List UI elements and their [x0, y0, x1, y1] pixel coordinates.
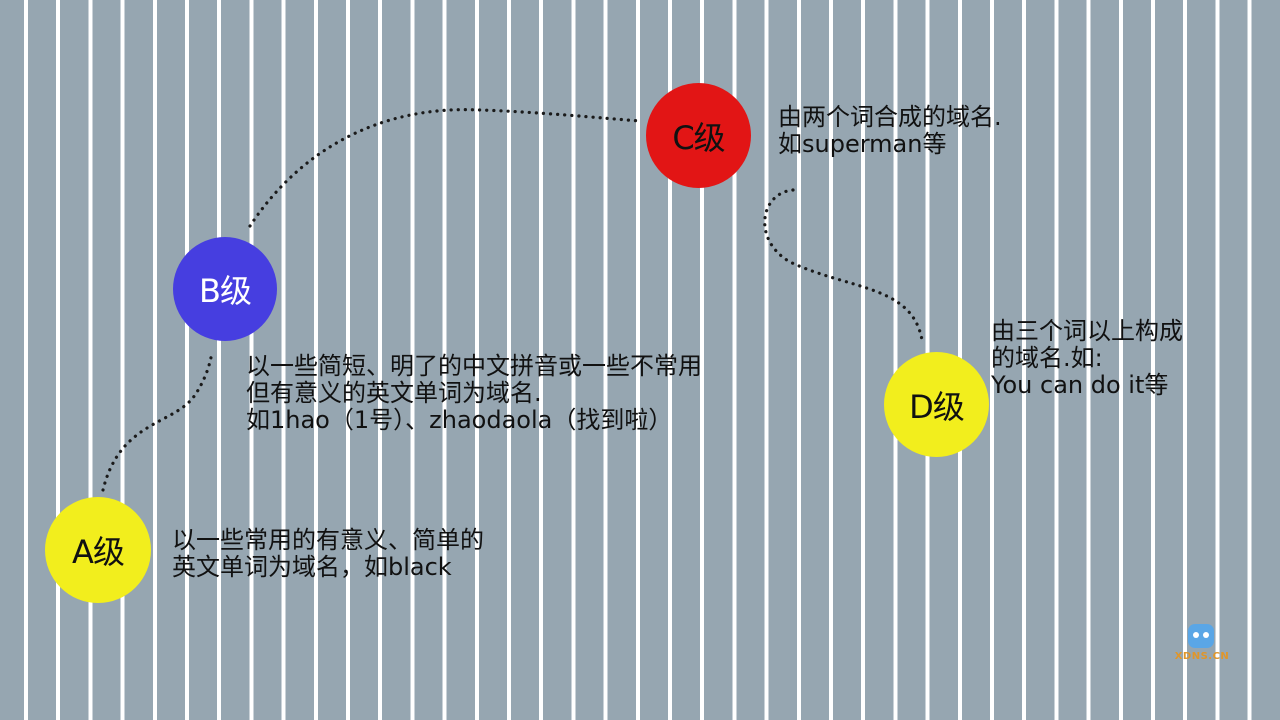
- level-d-description-line: You can do it等: [991, 371, 1169, 399]
- level-a-label: A级: [72, 533, 125, 571]
- level-c-label: C级: [672, 118, 725, 157]
- logo-text: XDNS.CN: [1174, 651, 1230, 662]
- connector-a-b: [101, 350, 214, 492]
- level-a-description: 以一些常用的有意义、简单的 英文单词为域名，如black: [172, 527, 484, 581]
- level-b-description: 以一些简短、明了的中文拼音或一些不常用 但有意义的英文单词为域名. 如1hao（…: [246, 353, 702, 434]
- level-d-description: 由三个词以上构成 的域名.如: You can do it等: [991, 318, 1183, 399]
- xdns-logo: XDNS.CN: [1170, 620, 1234, 668]
- connector-b-c: [248, 108, 642, 228]
- level-b-label: B级: [199, 272, 252, 310]
- level-b-description-line: 以一些简短、明了的中文拼音或一些不常用: [246, 352, 702, 380]
- connector-c-d: [763, 188, 924, 342]
- level-b-node: B级: [173, 237, 277, 341]
- level-c-description-line: 如superman等: [778, 130, 947, 158]
- level-b-description-line: 如1hao（1号）、zhaodaola（找到啦）: [246, 406, 673, 434]
- level-a-node: A级: [45, 497, 151, 603]
- level-d-description-line: 由三个词以上构成: [991, 317, 1183, 345]
- level-b-description-line: 但有意义的英文单词为域名.: [246, 379, 542, 407]
- level-a-description-line: 英文单词为域名，如black: [172, 553, 452, 581]
- level-c-node: C级: [646, 83, 751, 188]
- level-a-description-line: 以一些常用的有意义、简单的: [172, 526, 484, 554]
- level-d-label: D级: [909, 387, 965, 426]
- level-c-description-line: 由两个词合成的域名.: [778, 103, 1002, 131]
- level-c-description: 由两个词合成的域名. 如superman等: [778, 104, 1002, 158]
- level-d-node: D级: [884, 352, 989, 457]
- level-d-description-line: 的域名.如:: [991, 344, 1103, 372]
- robot-icon: [1188, 624, 1214, 648]
